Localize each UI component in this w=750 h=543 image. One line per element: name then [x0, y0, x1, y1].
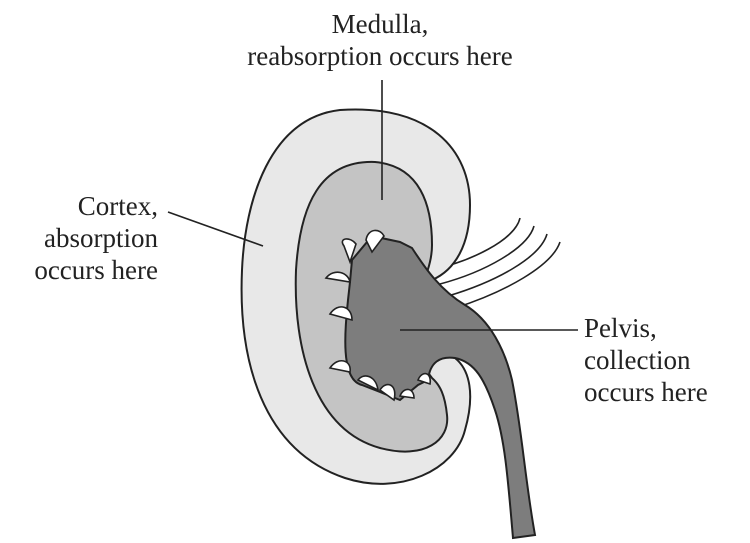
medulla-label-line-1: Medulla, [210, 8, 550, 40]
pelvis-label-line-1: Pelvis, [584, 312, 748, 344]
pelvis-label-line-3: occurs here [584, 376, 748, 408]
cortex-label-line-3: occurs here [6, 254, 158, 286]
medulla-label: Medulla, reabsorption occurs here [210, 8, 550, 72]
blood-vessel [455, 242, 560, 308]
pelvis-label-line-2: collection [584, 344, 748, 376]
cortex-label-line-1: Cortex, [6, 190, 158, 222]
cortex-label-line-2: absorption [6, 222, 158, 254]
medulla-label-line-2: reabsorption occurs here [210, 40, 550, 72]
cortex-label: Cortex, absorption occurs here [6, 190, 158, 286]
pelvis-label: Pelvis, collection occurs here [584, 312, 748, 408]
